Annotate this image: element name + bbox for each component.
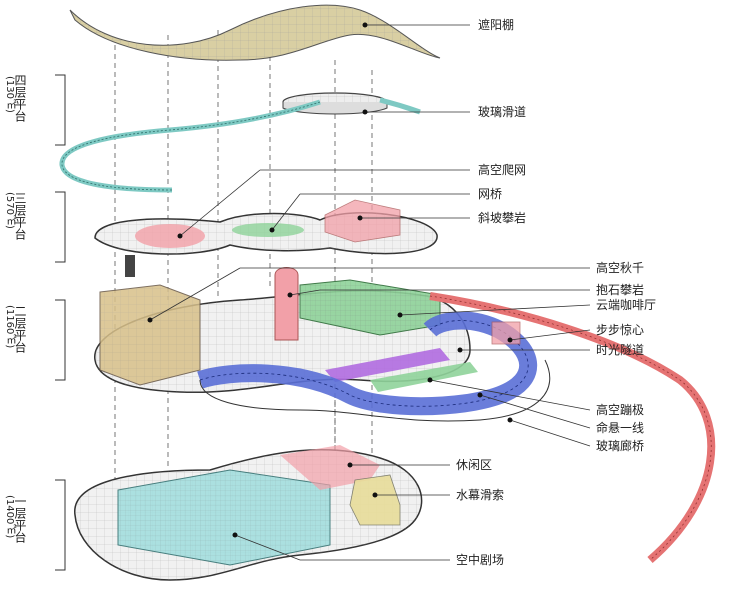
callout-boulder: 抱石攀岩: [596, 283, 645, 297]
level-3-name: 三层平台: [13, 192, 27, 240]
leader-dots: [147, 22, 513, 538]
callout-cloud-cafe: 云端咖啡厅: [596, 298, 657, 312]
callout-time-tunnel: 时光隧道: [596, 343, 645, 357]
level-brackets: [55, 74, 66, 571]
callout-water-zip: 水幕滑索: [456, 488, 505, 502]
callout-theater: 空中剧场: [456, 553, 505, 567]
callout-trampoline: 高空蹦极: [596, 403, 645, 417]
leader-lines: [149, 24, 591, 561]
callout-sky-swing: 高空秋千: [596, 261, 645, 275]
level-4-area: (130㎡): [4, 76, 15, 113]
callout-net-bridge: 网桥: [478, 187, 503, 201]
red-slide: [429, 292, 716, 564]
level-1-name: 一层平台: [13, 495, 27, 543]
level-2-platform: [94, 267, 551, 422]
callout-slope-climb: 斜坡攀岩: [478, 211, 527, 225]
level-2-area: (1160㎡): [4, 305, 15, 349]
canopy: [69, 4, 441, 61]
level-1-area: (1400㎡): [4, 495, 15, 539]
level-3-area: (570㎡): [4, 192, 15, 229]
callout-tightrope: 命悬一线: [596, 421, 645, 435]
callout-glass-slide: 玻璃滑道: [478, 105, 527, 119]
level-2-name: 二层平台: [13, 305, 27, 353]
callout-leisure: 休闲区: [456, 458, 493, 472]
callout-glass-corridor: 玻璃廊桥: [596, 439, 645, 453]
callout-step-thrill: 步步惊心: [596, 323, 645, 337]
callout-sky-net: 高空爬网: [478, 163, 527, 177]
level-3-platform: [94, 199, 438, 277]
level-4-name: 四层平台: [13, 74, 27, 122]
level-1-platform: [74, 445, 423, 581]
callout-canopy: 遮阳棚: [478, 18, 515, 32]
